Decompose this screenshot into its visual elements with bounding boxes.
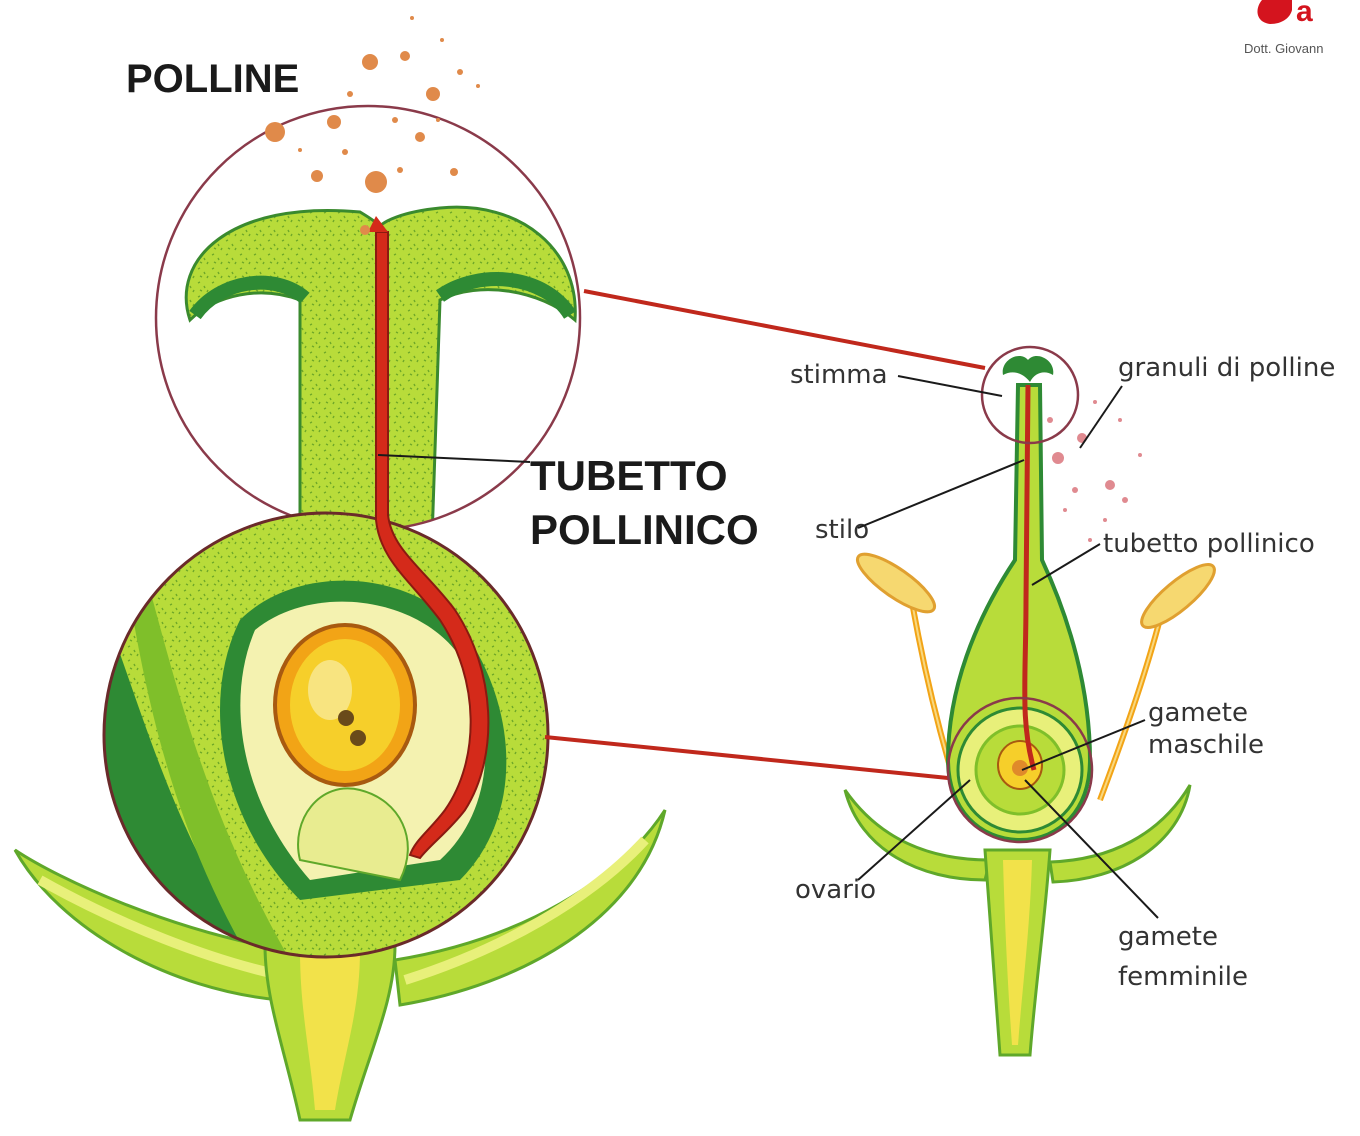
tubetto-pollinico-small-label: tubetto pollinico: [1103, 529, 1315, 559]
logo: a Dott. Giovann: [1244, 0, 1324, 56]
connector-stigma: [584, 291, 985, 368]
stigma-zoom: [156, 106, 580, 540]
tubetto-label-line2: POLLINICO: [530, 506, 759, 553]
gamete-femminile-label-line2: femminile: [1118, 962, 1248, 992]
stimma-label: stimma: [790, 360, 888, 390]
gamete-maschile-label-line1: gamete: [1148, 698, 1248, 728]
polline-label: POLLINE: [126, 57, 299, 101]
female-gamete-dot: [338, 710, 354, 726]
pollen-grains-large: [265, 16, 480, 235]
logo-mark-icon: [1257, 0, 1292, 24]
gamete-maschile-label-line2: maschile: [1148, 730, 1264, 760]
pollen-grains-small: [1047, 400, 1142, 542]
gamete-femminile-label-line1: gamete: [1118, 922, 1218, 952]
granuli-label: granuli di polline: [1118, 353, 1335, 383]
logo-mark-text: a: [1296, 0, 1313, 28]
ovule: [275, 625, 415, 785]
connector-ovary: [545, 737, 948, 778]
logo-credit-text: Dott. Giovann: [1244, 41, 1324, 56]
tubetto-label-line1: TUBETTO: [530, 452, 728, 499]
ovario-label: ovario: [795, 875, 876, 905]
stilo-label: stilo: [815, 515, 869, 545]
enlarged-view: POLLINE TUBETTO POLLINICO: [15, 16, 759, 1120]
